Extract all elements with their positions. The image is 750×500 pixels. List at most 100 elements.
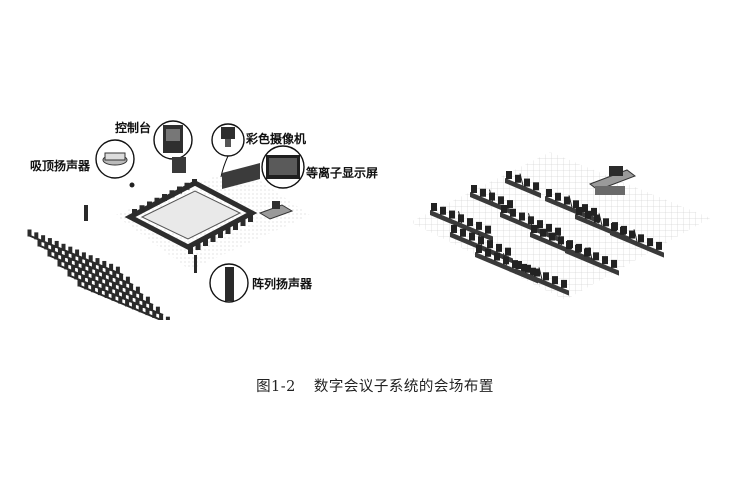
desk-chair — [516, 261, 522, 269]
desk-row — [610, 230, 664, 258]
seat — [91, 285, 96, 293]
seat — [102, 260, 107, 268]
seat — [159, 313, 164, 321]
figure-number: 图1-2 — [256, 379, 296, 395]
seat — [61, 243, 66, 251]
table-chairs — [132, 179, 253, 254]
seat — [64, 262, 69, 270]
microphone — [489, 189, 493, 202]
conference-layout-drawing — [27, 120, 310, 326]
microphone — [568, 195, 573, 208]
seat — [115, 289, 120, 297]
seat — [105, 268, 110, 276]
desk-chair — [458, 214, 464, 223]
seat — [44, 242, 49, 250]
seat — [67, 269, 72, 277]
desk-chair — [638, 234, 644, 243]
desk-row — [505, 178, 541, 199]
desk-chair — [533, 182, 539, 191]
desk-chair — [469, 232, 475, 241]
seat — [98, 265, 103, 273]
chair — [210, 235, 216, 242]
seat — [132, 290, 137, 298]
desk-chair — [467, 218, 473, 227]
desk-chair — [582, 204, 588, 213]
seat — [57, 259, 62, 267]
seat — [84, 270, 89, 278]
seat — [68, 246, 73, 254]
seat — [118, 285, 123, 293]
label-control-console: 控制台 — [115, 121, 152, 135]
microphone — [519, 173, 524, 186]
chair — [248, 215, 253, 222]
desk-chair — [460, 228, 466, 237]
seat — [111, 282, 116, 290]
seat — [121, 292, 126, 300]
microphone — [558, 233, 562, 246]
desk-chair — [620, 226, 626, 235]
seat — [47, 238, 52, 246]
seat — [125, 276, 130, 284]
desk-chair — [431, 203, 437, 211]
seat — [145, 296, 150, 304]
seat — [77, 268, 82, 276]
desk-chair — [602, 256, 608, 265]
desk-chair — [603, 218, 609, 227]
desk-chair — [506, 171, 512, 179]
desk-chair — [476, 221, 482, 230]
microphone — [538, 267, 543, 280]
seat — [64, 250, 69, 258]
chair — [154, 197, 160, 205]
desk-rows — [430, 171, 664, 296]
desk-row — [430, 210, 493, 242]
desk-chair — [449, 210, 455, 219]
seat — [61, 255, 66, 263]
desk-chair — [530, 267, 536, 276]
seat — [81, 275, 86, 283]
seat — [128, 295, 133, 303]
ceiling-speaker-callout — [95, 139, 135, 179]
chair — [147, 201, 152, 209]
desk-chair — [485, 225, 491, 234]
desk-chair — [534, 268, 540, 277]
seat — [74, 260, 79, 268]
desk-chair — [611, 259, 617, 268]
desk-chair — [546, 223, 552, 232]
seat — [81, 263, 86, 271]
plasma-display — [222, 155, 300, 189]
desk-chair — [494, 252, 500, 261]
seat — [95, 258, 100, 266]
conference-rows-illustration — [395, 140, 725, 315]
desk-chair — [498, 196, 504, 205]
desk-chair — [519, 212, 525, 221]
seat — [131, 302, 136, 310]
desk-chair — [552, 276, 558, 285]
chair — [169, 190, 175, 198]
desk-chair — [480, 188, 486, 197]
seat — [135, 286, 140, 294]
label-ceiling-speaker: 吸顶扬声器 — [30, 159, 91, 173]
chair — [195, 243, 201, 250]
desk-chair — [537, 220, 543, 229]
desk-chair — [594, 214, 600, 223]
desk-chair — [485, 248, 491, 257]
desk-chair — [476, 245, 482, 253]
chair — [225, 227, 231, 234]
seat — [75, 249, 80, 257]
chair — [162, 194, 167, 201]
seat — [149, 303, 154, 311]
seat — [95, 269, 100, 277]
presenter-desk — [258, 201, 294, 220]
seat — [125, 299, 130, 307]
seat — [87, 278, 92, 286]
desk-chair — [471, 185, 477, 193]
desk-chair — [564, 196, 570, 205]
seat — [165, 316, 170, 324]
desk-chair — [543, 272, 549, 281]
desk-chair — [549, 232, 555, 241]
desk-chair — [489, 192, 495, 201]
chair — [184, 182, 190, 190]
desk-chair — [558, 236, 564, 245]
chair — [240, 219, 246, 226]
chair — [203, 239, 208, 246]
